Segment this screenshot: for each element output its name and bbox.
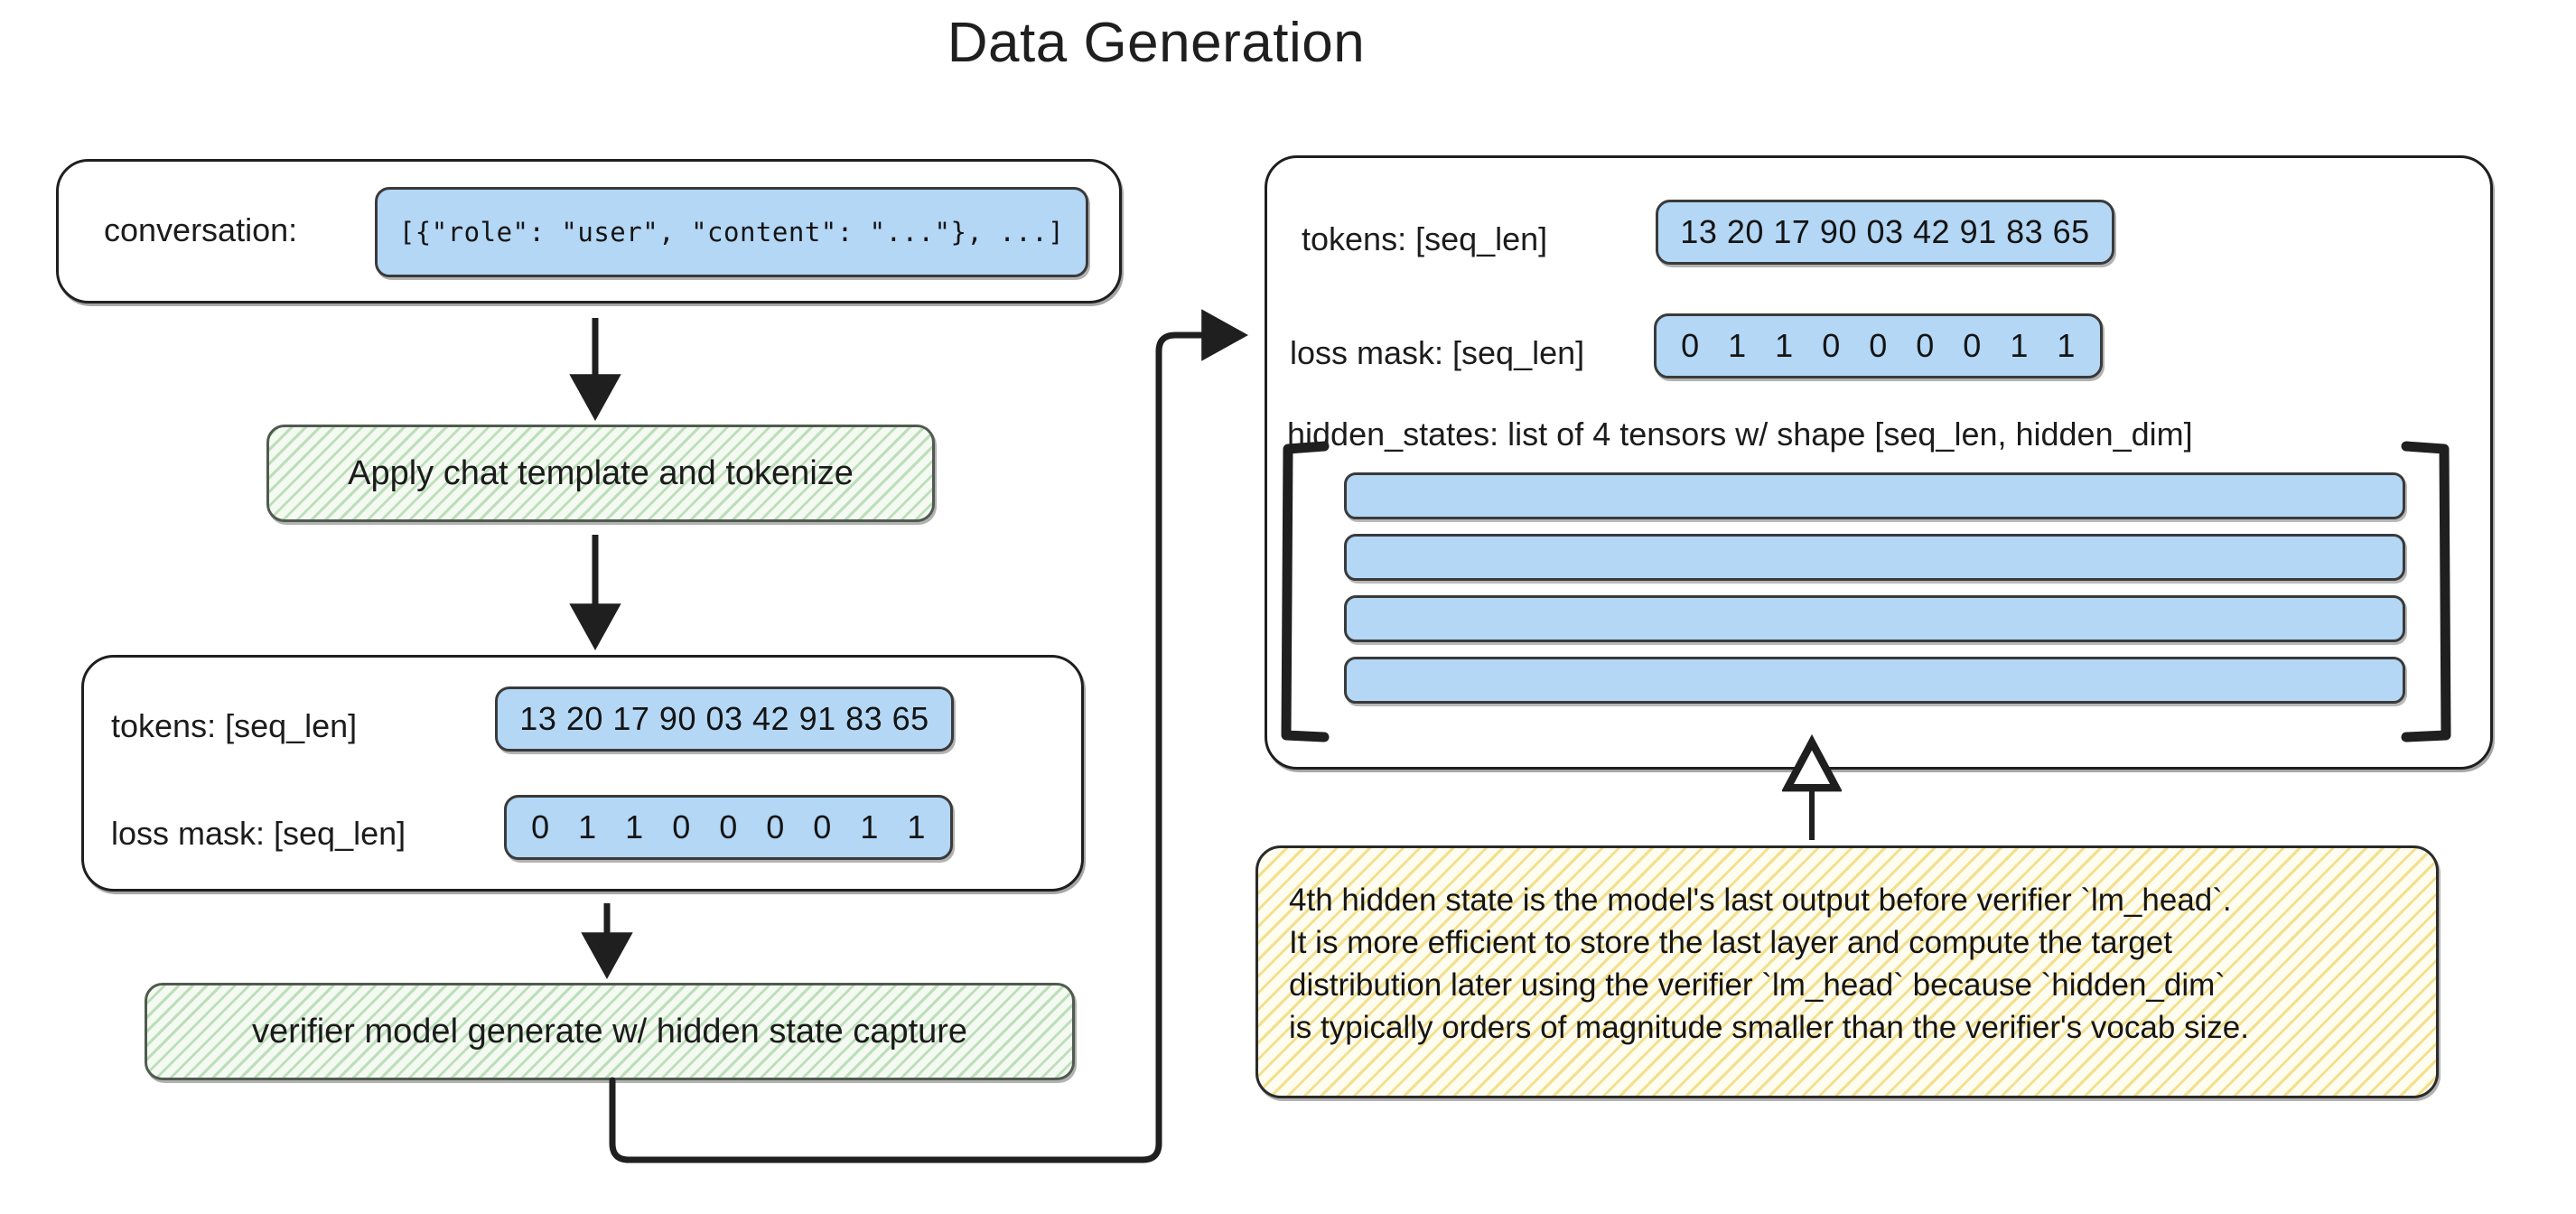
loss-mask-value-chip: 0 1 1 0 0 0 0 1 1 — [504, 795, 953, 860]
hidden-state-bar-4 — [1344, 657, 2405, 704]
output-tokens-value-chip: 13 20 17 90 03 42 91 83 65 — [1656, 200, 2114, 265]
output-loss-mask-value-chip: 0 1 1 0 0 0 0 1 1 — [1654, 313, 2103, 378]
process-verifier-generate-label: verifier model generate w/ hidden state … — [251, 1012, 968, 1051]
note-line-2: It is more efficient to store the last l… — [1289, 925, 2172, 960]
hidden-state-bar-2 — [1344, 534, 2405, 581]
tokens-value: 13 20 17 90 03 42 91 83 65 — [519, 700, 929, 737]
note-line-3: distribution later using the verifier `l… — [1289, 967, 2226, 1003]
tokens-label: tokens: [seq_len] — [111, 707, 358, 744]
conversation-label: conversation: — [104, 211, 298, 248]
process-apply-chat-template: Apply chat template and tokenize — [266, 425, 935, 522]
conversation-value-chip: [{"role": "user", "content": "..."}, ...… — [375, 187, 1088, 277]
output-tokens-value: 13 20 17 90 03 42 91 83 65 — [1680, 213, 2090, 250]
output-tokens-label: tokens: [seq_len] — [1302, 220, 1548, 257]
output-loss-mask-value: 0 1 1 0 0 0 0 1 1 — [1681, 327, 2076, 364]
note-line-1: 4th hidden state is the model's last out… — [1289, 882, 2232, 918]
conversation-panel: conversation: [{"role": "user", "content… — [56, 159, 1122, 304]
conversation-value: [{"role": "user", "content": "..."}, ...… — [398, 217, 1065, 247]
hidden-state-bar-1 — [1344, 472, 2405, 519]
page-title: Data Generation — [947, 12, 1366, 74]
loss-mask-label: loss mask: [seq_len] — [111, 815, 406, 852]
tokens-value-chip: 13 20 17 90 03 42 91 83 65 — [495, 686, 954, 752]
hidden-state-bar-3 — [1344, 595, 2405, 642]
process-verifier-generate: verifier model generate w/ hidden state … — [145, 983, 1075, 1080]
explanatory-note: 4th hidden state is the model's last out… — [1255, 845, 2439, 1098]
output-loss-mask-label: loss mask: [seq_len] — [1290, 334, 1585, 371]
output-panel: tokens: [seq_len] 13 20 17 90 03 42 91 8… — [1265, 155, 2493, 770]
note-line-4: is typically orders of magnitude smaller… — [1289, 1010, 2249, 1045]
process-apply-chat-template-label: Apply chat template and tokenize — [348, 453, 854, 492]
tokenized-panel: tokens: [seq_len] 13 20 17 90 03 42 91 8… — [81, 655, 1084, 892]
hidden-states-label: hidden_states: list of 4 tensors w/ shap… — [1287, 416, 2193, 453]
loss-mask-value: 0 1 1 0 0 0 0 1 1 — [531, 808, 926, 845]
